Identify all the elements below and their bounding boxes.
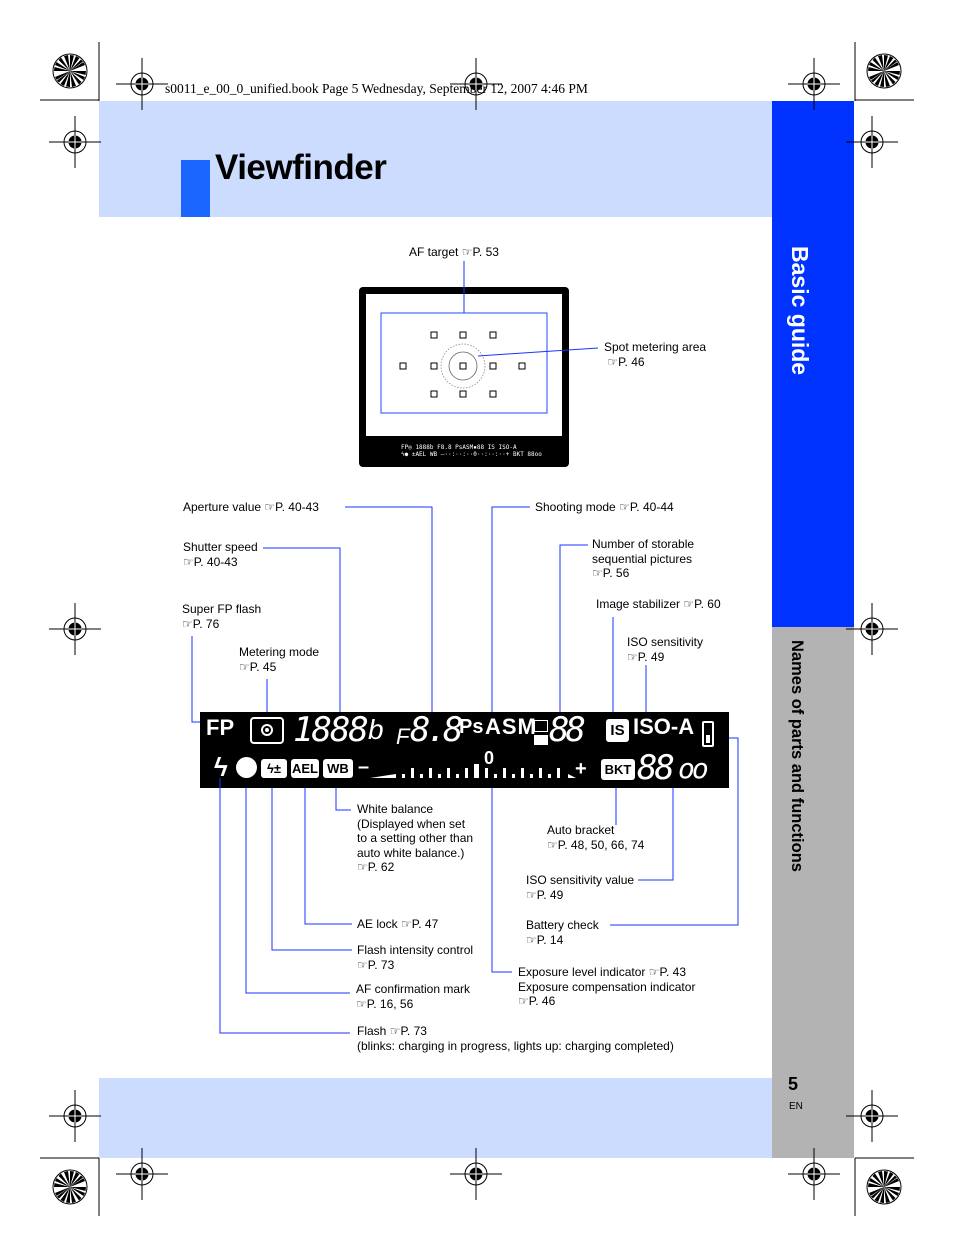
flash-intensity-icon: ϟ± (261, 759, 287, 778)
super-fp-label: Super FP flash ☞P. 76 (182, 602, 262, 631)
af-confirmation-icon (236, 757, 257, 778)
ae-lock-label: AE lock ☞P. 47 (357, 917, 439, 931)
shutter-speed-label: Shutter speed ☞P. 40-43 (183, 540, 258, 569)
mode-asm: ASM (485, 714, 537, 739)
shooting-mode-label: Shooting mode ☞P. 40-44 (535, 500, 674, 514)
white-balance-badge: WB (323, 759, 353, 778)
spot-metering-label: Spot metering area ☞P. 46 (604, 340, 707, 369)
metering-mode-label: Metering mode ☞P. 45 (239, 645, 320, 674)
shutter-speed-digits: 1888 (293, 710, 369, 750)
title-band (99, 101, 772, 217)
af-confirmation-label: AF confirmation mark ☞P. 16, 56 (356, 982, 471, 1011)
storable-label: Number of storable sequential pictures ☞… (592, 537, 695, 580)
footer-band (99, 1078, 772, 1158)
flash-icon: ϟ (214, 752, 228, 782)
viewfinder-mini-display: FP◎ 1888b F8.8 PsASM▪88 IS ISO-A ϟ● ±AEL… (401, 444, 542, 458)
battery-label: Battery check ☞P. 14 (526, 918, 599, 947)
white-balance-label: White balance (Displayed when set to a s… (357, 802, 474, 874)
af-target-label: AF target ☞P. 53 (409, 245, 499, 259)
flash-intensity-label: Flash intensity control ☞P. 73 (357, 943, 474, 972)
exposure-label: Exposure level indicator ☞P. 43 Exposure… (518, 965, 696, 1008)
storable-icon (534, 720, 548, 732)
battery-icon (702, 721, 714, 747)
iso-value-digits: 88 (637, 748, 675, 788)
af-target-diagram (380, 312, 548, 414)
image-stabilizer-label: Image stabilizer ☞P. 60 (596, 597, 721, 611)
image-stabilizer-badge: IS (606, 719, 629, 742)
subsection-tab (772, 627, 854, 1158)
ev-minus: – (358, 756, 370, 778)
title-accent-bar (181, 160, 210, 217)
auto-bracket-label: Auto bracket ☞P. 48, 50, 66, 74 (547, 823, 645, 852)
storable-minus-icon (534, 735, 548, 745)
storable-digits: 88 (549, 710, 586, 750)
viewfinder-screen (366, 294, 562, 436)
iso-value-label: ISO sensitivity value ☞P. 49 (526, 873, 635, 902)
f-indicator: F (396, 724, 410, 749)
exposure-scale (370, 764, 576, 778)
iso-value-suffix: oo (678, 752, 709, 785)
page-language: EN (789, 1101, 803, 1112)
ev-plus: + (575, 758, 587, 780)
super-fp-indicator: FP (206, 715, 235, 740)
auto-bracket-badge: BKT (601, 759, 635, 780)
section-tab (772, 101, 854, 627)
mode-ps: Ps (459, 716, 484, 738)
page-number: 5 (788, 1074, 799, 1094)
iso-auto-indicator: ISO-A (633, 714, 695, 739)
page-title: Viewfinder (215, 148, 387, 187)
aperture-label: Aperture value ☞P. 40-43 (183, 500, 319, 514)
aperture-digits: 8.8 (410, 710, 463, 750)
ev-zero: 0 (484, 748, 495, 768)
metering-mode-icon (250, 717, 284, 744)
viewfinder-lcd: FP 1888 b F 8.8 Ps ASM 88 IS ISO-A ϟ ϟ± … (200, 710, 729, 788)
ae-lock-badge: AEL (291, 759, 319, 778)
iso-sensitivity-label: ISO sensitivity ☞P. 49 (627, 635, 704, 664)
bulb-indicator: b (368, 714, 384, 745)
flash-label: Flash ☞P. 73 (blinks: charging in progre… (357, 1024, 674, 1053)
